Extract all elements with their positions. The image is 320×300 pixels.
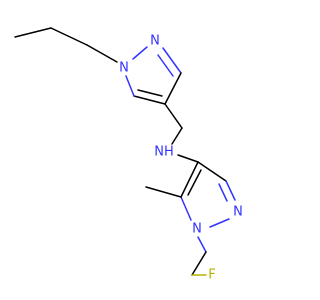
atom-n-upper-ring: N xyxy=(150,34,160,49)
bond-propyl-c1-c2 xyxy=(14,27,52,38)
bond-nh-c4 xyxy=(177,154,199,163)
bond-n1-ch2 xyxy=(197,236,207,253)
bond-c5-c4 xyxy=(180,161,199,198)
bond-c3-n2 xyxy=(225,180,236,201)
bond-propyl-c3-n xyxy=(86,44,118,63)
bond-c5-c4-double xyxy=(187,169,202,196)
bond-c4-c5 xyxy=(133,95,166,105)
atom-n-fluoroethyl-ring: N xyxy=(192,222,202,237)
atom-fluorine: F xyxy=(208,268,215,283)
bond-c5-n1 xyxy=(125,75,135,97)
bond-propyl-c2-c3 xyxy=(50,27,88,46)
bond-c3-n2-double xyxy=(218,183,228,202)
atom-n-lower-ring: N xyxy=(233,205,243,220)
bond-n2-c3 xyxy=(162,47,182,74)
bond-n2-n1 xyxy=(209,218,230,228)
bond-c5-methyl xyxy=(145,186,182,198)
bond-n2-c3-double xyxy=(157,54,174,77)
bond-c4-c3 xyxy=(197,161,227,182)
bond-c4-ch2 xyxy=(164,103,183,129)
molecule-diagram: N N NH N N F xyxy=(14,27,243,283)
bond-ch2-ch2 xyxy=(191,251,207,276)
atom-amine: NH xyxy=(154,145,174,160)
bond-n1-c5 xyxy=(180,196,192,221)
bond-n1-n2 xyxy=(132,46,148,60)
structure-svg: N N NH N N F xyxy=(14,27,243,283)
bond-c4-c5-double xyxy=(137,89,163,97)
bond-ch2-nh xyxy=(171,127,183,145)
atom-n-propyl-ring: N xyxy=(119,61,129,76)
bond-c3-c4 xyxy=(164,72,182,105)
